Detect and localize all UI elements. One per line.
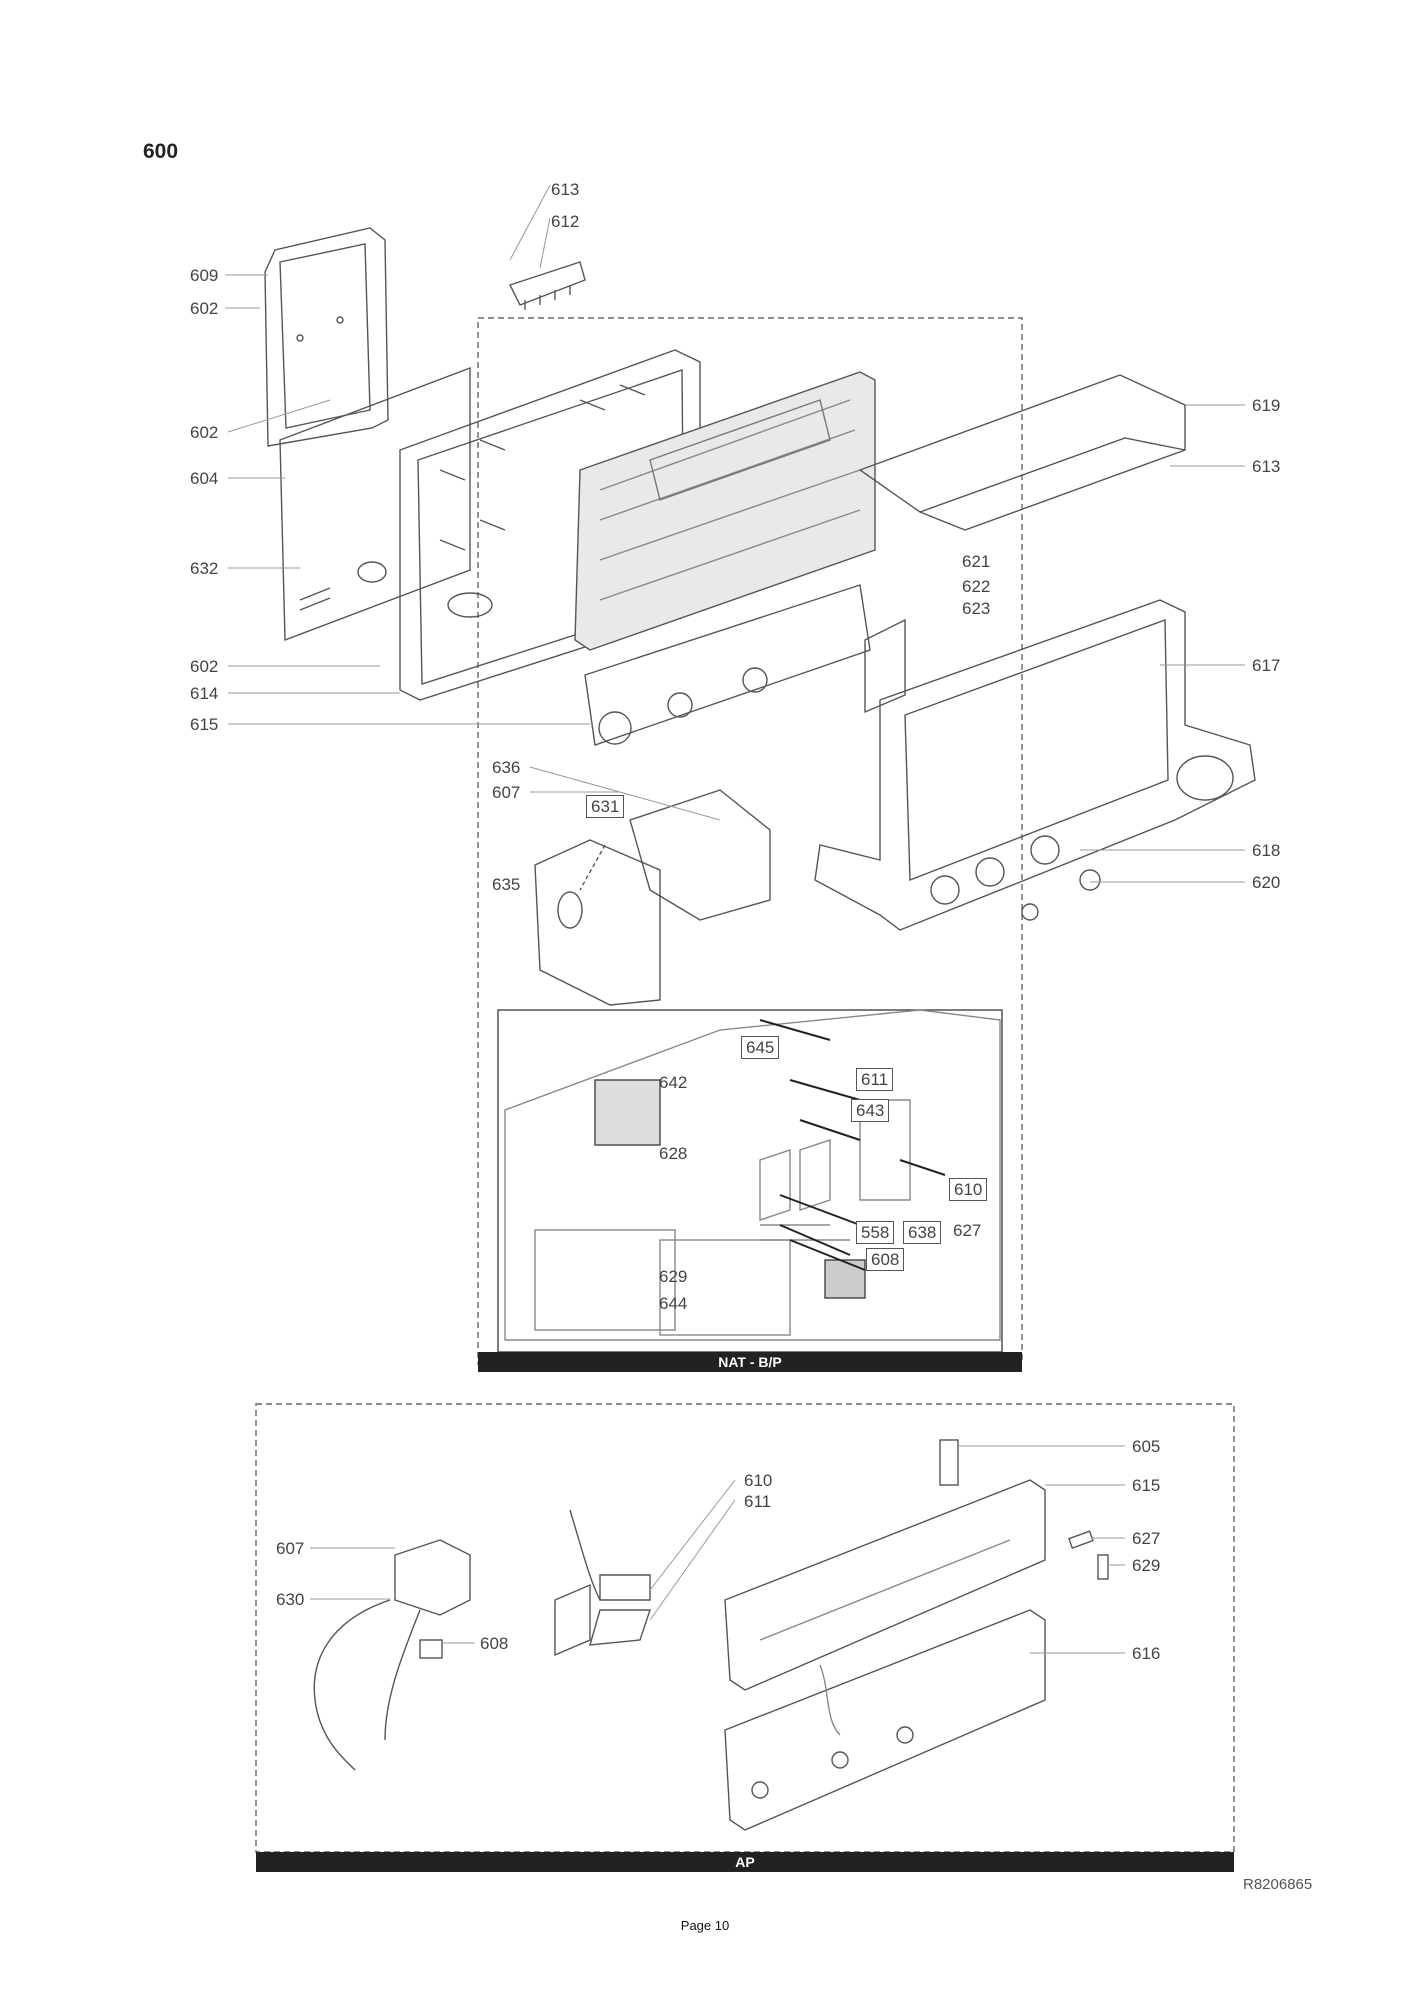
connector-621 <box>864 618 906 714</box>
callout-619: 619 <box>1252 396 1281 415</box>
callout-631: 631 <box>586 795 625 818</box>
callout-629-inset: 629 <box>659 1267 688 1286</box>
cover-619 <box>858 374 1186 531</box>
callout-644: 644 <box>659 1294 688 1313</box>
callout-611-lower: 611 <box>744 1492 772 1511</box>
callout-602-a: 602 <box>190 299 219 318</box>
callout-643: 643 <box>851 1099 890 1122</box>
callout-630: 630 <box>276 1590 305 1609</box>
callout-602-b: 602 <box>190 423 219 442</box>
callout-610-lower: 610 <box>744 1471 773 1490</box>
callout-613-right: 613 <box>1252 457 1281 476</box>
callout-608-lower: 608 <box>480 1634 509 1653</box>
callout-623: 623 <box>962 599 991 618</box>
callout-609: 609 <box>190 266 219 285</box>
callout-622: 622 <box>962 577 991 596</box>
drawing-reference: R8206865 <box>1243 1876 1313 1893</box>
callout-607-lower: 607 <box>276 1539 305 1558</box>
page-number: Page 10 <box>680 1918 730 1933</box>
inset-board-drawing <box>504 1009 1001 1341</box>
callout-604: 604 <box>190 469 219 488</box>
callout-635: 635 <box>492 875 521 894</box>
callout-621: 621 <box>962 552 991 571</box>
callout-629-lower: 629 <box>1132 1556 1161 1575</box>
board-616 <box>724 1609 1046 1831</box>
ribbon-610 <box>554 1509 651 1657</box>
inset-frame <box>497 1009 1003 1353</box>
callout-615: 615 <box>190 715 219 734</box>
callout-613-top: 613 <box>551 180 580 199</box>
callout-620: 620 <box>1252 873 1281 892</box>
bracket-635 <box>534 789 771 1006</box>
callout-614: 614 <box>190 684 219 703</box>
inset-arrows <box>759 1019 946 1271</box>
page-heading: 600 <box>143 140 179 163</box>
callout-645: 645 <box>741 1036 780 1059</box>
section-label-nat-bp: NAT - B/P <box>478 1352 1022 1372</box>
callout-642: 642 <box>659 1073 688 1092</box>
callout-628: 628 <box>659 1144 688 1163</box>
callout-607-upper: 607 <box>492 783 521 802</box>
callout-616: 616 <box>1132 1644 1161 1663</box>
callout-627-inset: 627 <box>953 1221 982 1240</box>
cable-607 <box>313 1539 471 1771</box>
callout-636: 636 <box>492 758 521 777</box>
callout-618: 618 <box>1252 841 1281 860</box>
board-615-lower <box>724 1439 1046 1691</box>
callout-611-inset: 611 <box>856 1068 894 1091</box>
callout-627-lower: 627 <box>1132 1529 1161 1548</box>
callout-558: 558 <box>856 1221 895 1244</box>
section-label-ap: AP <box>256 1852 1234 1872</box>
callout-632: 632 <box>190 559 219 578</box>
callout-608-inset: 608 <box>866 1248 905 1271</box>
leader-lines <box>225 184 1245 1654</box>
main-pcb <box>574 371 876 651</box>
callout-617: 617 <box>1252 656 1281 675</box>
callout-605: 605 <box>1132 1437 1161 1456</box>
chassis-617 <box>814 599 1256 931</box>
callout-615-lower: 615 <box>1132 1476 1161 1495</box>
fuse-627 <box>1067 1530 1109 1580</box>
callout-610-inset: 610 <box>949 1178 988 1201</box>
label-card-604 <box>279 366 471 642</box>
callout-602-c: 602 <box>190 657 219 676</box>
callout-638: 638 <box>903 1221 942 1244</box>
cover-plate-609 <box>264 227 389 447</box>
callout-612: 612 <box>551 212 580 231</box>
bracket-612 <box>509 261 586 310</box>
control-board-615 <box>584 584 871 746</box>
